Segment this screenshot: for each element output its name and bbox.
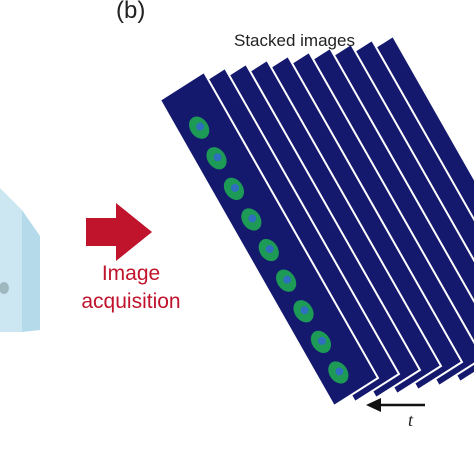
cell-nucleus — [300, 306, 309, 315]
cell-nucleus — [317, 336, 326, 345]
cell-nucleus — [230, 183, 239, 192]
sample-box — [0, 188, 40, 332]
cell-nucleus — [335, 367, 344, 376]
left-arrow-icon — [366, 398, 425, 412]
cell-nucleus — [283, 275, 292, 284]
stack-title: Stacked images — [234, 31, 355, 50]
cell-nucleus — [196, 122, 205, 131]
cell-nucleus — [265, 245, 274, 254]
right-arrow-icon — [86, 203, 152, 261]
acquisition-label-line2: acquisition — [81, 290, 181, 313]
panel-label: (b) — [116, 0, 146, 24]
cell-nucleus — [213, 153, 222, 162]
stacked-slides — [158, 34, 474, 408]
acquisition-label-line1: Image — [101, 262, 161, 285]
cell-nucleus — [248, 214, 257, 223]
time-label: t — [408, 410, 414, 430]
